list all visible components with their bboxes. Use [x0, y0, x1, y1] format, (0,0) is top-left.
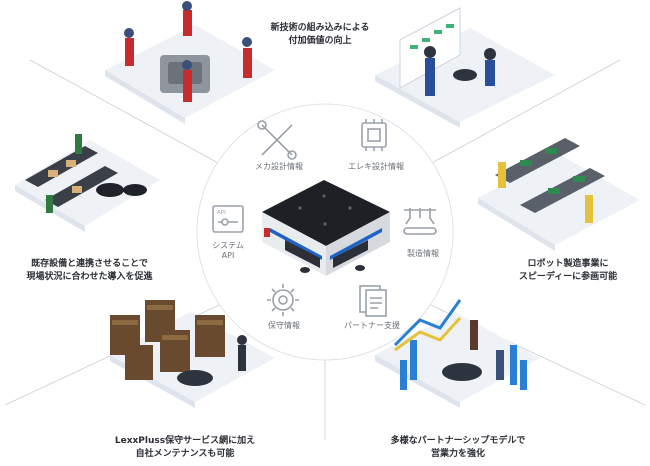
scene-tile-right: [478, 138, 640, 251]
caption-top-line2: 付加価値の向上: [288, 36, 352, 46]
info-elec-label: エレキ設計情報: [348, 162, 404, 171]
caption-right-line2: スピーディーに参画可能: [518, 272, 618, 282]
caption-top: 新技術の組み込みによる 付加価値の向上: [255, 22, 385, 48]
info-system-line1: システム: [212, 241, 244, 250]
scene-tile-bottom-left: [110, 300, 275, 408]
scene-tile-left: [15, 134, 160, 232]
caption-bottom-right: 多様なパートナーシップモデルで 営業力を強化: [368, 435, 548, 461]
api-panel-icon: [212, 205, 244, 233]
info-system-label: システム API: [203, 240, 253, 260]
caption-left-line1: 既存設備と連携させることで: [31, 259, 148, 269]
scene-tile-top-right: [375, 7, 555, 128]
caption-top-line1: 新技術の組み込みによる: [270, 23, 370, 33]
info-maintenance-label: 保守情報: [268, 321, 300, 330]
caption-bottom-left-line1: LexxPluss保守サービス網に加え: [114, 436, 256, 446]
info-partner-label: パートナー支援: [344, 321, 400, 330]
caption-bottom-left-line2: 自社メンテナンスも可能: [135, 449, 235, 459]
gear-icon: [267, 284, 299, 316]
caption-right: ロボット製造事業に スピーディーに参画可能: [498, 258, 638, 284]
scene-tile-bottom-right: [375, 299, 540, 408]
info-system-line2: API: [221, 251, 235, 260]
caption-bottom-right-line1: 多様なパートナーシップモデルで: [390, 436, 526, 446]
tools-icon: [257, 120, 297, 160]
chip-icon: [361, 119, 387, 151]
info-manufacturing-label: 製造情報: [407, 249, 439, 258]
api-badge: API: [217, 210, 226, 216]
robot-illustration: [262, 180, 390, 276]
caption-bottom-left: LexxPluss保守サービス網に加え 自社メンテナンスも可能: [90, 435, 280, 461]
caption-left: 既存設備と連携させることで 現場状況に合わせた導入を促進: [2, 258, 177, 284]
info-mech-label: メカ設計情報: [255, 162, 303, 171]
robot-arms-icon: [403, 208, 437, 235]
documents-icon: [359, 285, 387, 317]
caption-left-line2: 現場状況に合わせた導入を促進: [26, 272, 153, 282]
caption-right-line1: ロボット製造事業に: [527, 259, 609, 269]
caption-bottom-right-line2: 営業力を強化: [430, 449, 485, 459]
scene-tile-top-left: [105, 1, 275, 124]
